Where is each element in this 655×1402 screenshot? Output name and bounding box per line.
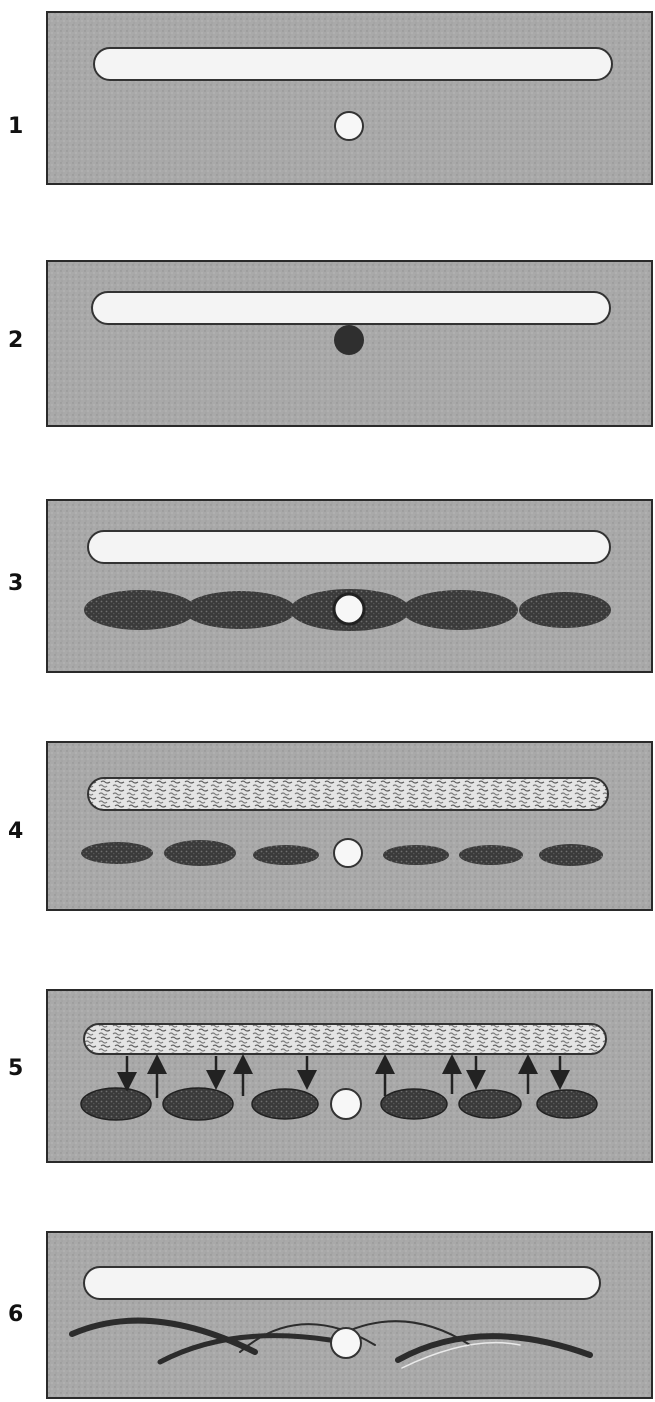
- step-5: 5: [8, 990, 652, 1162]
- step-1-spot: [335, 112, 363, 140]
- step-4-spot: [334, 839, 362, 867]
- step-4-label: 4: [8, 819, 23, 844]
- step-1-panel: [47, 12, 652, 184]
- step-4-tube: [88, 778, 608, 810]
- step-6-label: 6: [8, 1302, 23, 1327]
- step-1: 1: [8, 12, 652, 184]
- step-1-tube: [94, 48, 612, 80]
- step-6: 6: [8, 1232, 652, 1398]
- step-6-panel: [47, 1232, 652, 1398]
- step-5-tube: [84, 1024, 606, 1054]
- step-6-tube: [84, 1267, 600, 1299]
- step-2-tube: [92, 292, 610, 324]
- step-3-panel: [47, 500, 652, 672]
- step-3-tube: [88, 531, 610, 563]
- step-5-spot: [331, 1089, 361, 1119]
- step-4-panel: [47, 742, 652, 910]
- step-1-label: 1: [8, 114, 23, 139]
- step-4: 4: [8, 742, 652, 910]
- step-2: 2: [8, 261, 652, 426]
- step-6-spot: [331, 1328, 361, 1358]
- step-5-label: 5: [8, 1056, 23, 1081]
- step-3: 3: [8, 500, 652, 672]
- step-2-spot: [334, 325, 364, 355]
- step-3-label: 3: [8, 571, 23, 596]
- step-3-spot: [334, 594, 364, 624]
- step-2-label: 2: [8, 328, 23, 353]
